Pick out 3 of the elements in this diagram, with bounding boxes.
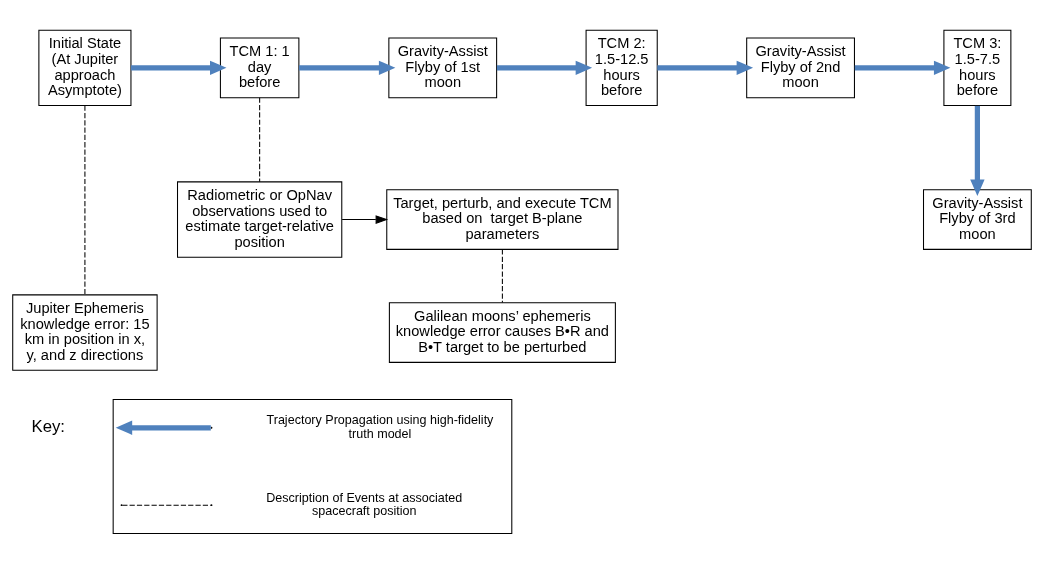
legend-label: Trajectory Propagation using high-fidelity truth model [266,412,494,441]
label: Key: [31,416,66,436]
legend-label: Description of Events at associated spacecraft position [266,490,463,518]
